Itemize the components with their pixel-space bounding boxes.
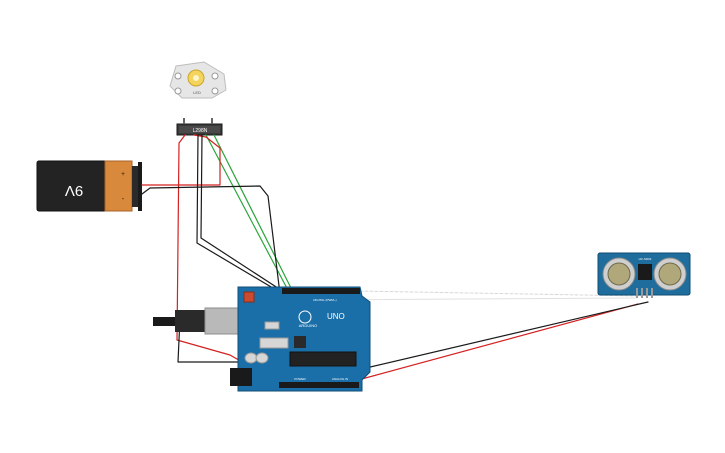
battery-minus: - (122, 194, 125, 203)
wire-red[interactable] (141, 134, 221, 186)
capacitor (255, 352, 269, 364)
power-jack[interactable] (230, 368, 252, 386)
arduino-brand: ARDUINO (299, 323, 317, 328)
wires (141, 134, 649, 381)
driver-pin (211, 118, 213, 124)
wire-black[interactable] (196, 134, 284, 295)
motor-driver[interactable]: L298N (176, 118, 223, 136)
pin-gnd[interactable] (651, 288, 653, 298)
wire-black[interactable] (200, 134, 288, 295)
mount-hole (174, 87, 182, 95)
driver-label: L298N (193, 128, 208, 134)
driver-pin (183, 118, 185, 124)
wire-black[interactable] (141, 185, 281, 295)
arduino-uno[interactable]: UNO ARDUINO DIGITAL (PWM~) POWER ANALOG … (153, 286, 371, 392)
mount-hole (211, 87, 219, 95)
mount-hole (211, 72, 219, 80)
sensor-label: HC-SR04 (639, 257, 652, 261)
wire-green[interactable] (213, 134, 295, 295)
small-chip (294, 336, 306, 348)
ultrasonic-sensor[interactable]: HC-SR04 (597, 252, 691, 298)
led-core (193, 75, 199, 81)
usb-plug (175, 310, 205, 332)
reset-button[interactable] (243, 291, 255, 303)
digital-label: DIGITAL (PWM~) (313, 298, 336, 302)
regulator (259, 337, 289, 349)
analog-label: ANALOG IN (332, 377, 348, 381)
led-module[interactable]: LED (169, 61, 227, 99)
mount-hole (174, 72, 182, 80)
arduino-logo (298, 310, 312, 324)
uno-label: UNO (327, 312, 345, 321)
battery-plus: + (121, 171, 125, 178)
battery-label: 9V (65, 182, 83, 199)
battery-9v[interactable]: + - 9V (36, 160, 142, 212)
power-analog-header[interactable] (279, 382, 359, 388)
pin-trig[interactable] (641, 288, 643, 298)
atmega-chip (289, 351, 357, 367)
pin-vcc[interactable] (636, 288, 638, 298)
transducer-mesh (607, 262, 631, 286)
transducer-mesh (658, 262, 682, 286)
usb-cable[interactable] (153, 317, 175, 326)
power-label: POWER (294, 377, 306, 381)
crystal-module (638, 264, 652, 280)
capacitor (244, 352, 258, 364)
crystal (264, 321, 280, 330)
led-label: LED (193, 90, 201, 95)
pin-echo[interactable] (646, 288, 648, 298)
digital-header[interactable] (282, 288, 360, 294)
